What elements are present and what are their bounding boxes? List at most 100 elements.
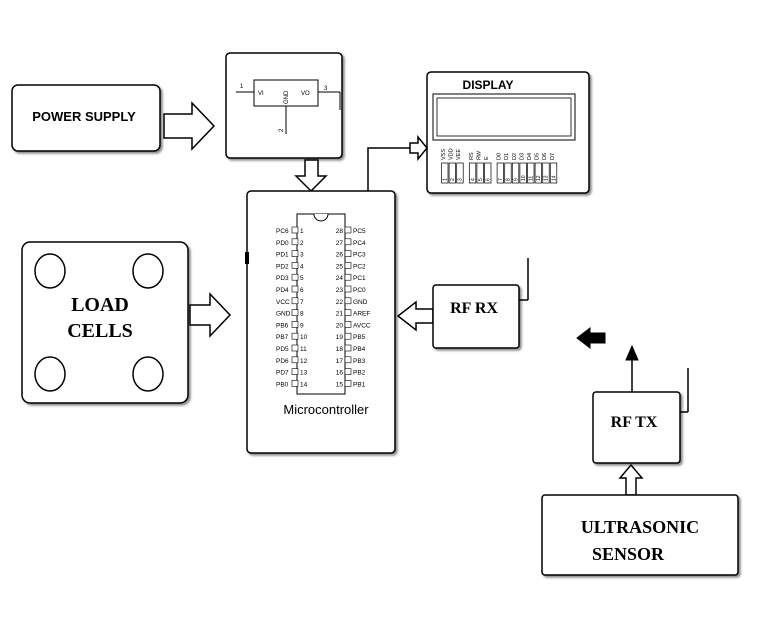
lcd-pin bbox=[496, 162, 504, 184]
load-cell-icon bbox=[132, 356, 164, 392]
mcu-pin-pad bbox=[344, 238, 352, 246]
mcu-pin-name-right: PC3 bbox=[353, 252, 366, 259]
lcd-pin bbox=[527, 162, 535, 184]
load-cells-label-line1: LOAD bbox=[71, 294, 129, 316]
mcu-pin-number-right: 23 bbox=[336, 287, 344, 294]
mcu-pin-pad bbox=[344, 321, 352, 328]
mcu-pin-name-left: PD3 bbox=[276, 275, 289, 282]
mcu-pin-number-left: 3 bbox=[300, 252, 304, 259]
mcu-pin-name-right: PC2 bbox=[353, 263, 366, 270]
mcu-pin-pad bbox=[344, 344, 352, 352]
signal-up-arrow bbox=[625, 344, 639, 361]
mcu-pin-name-left: PD5 bbox=[276, 346, 289, 353]
signal-left-arrow bbox=[576, 326, 606, 350]
lcd-pin-number: 14 bbox=[551, 175, 557, 181]
mcu-pin-name-left: PD6 bbox=[276, 358, 289, 365]
load-cells-label-line2: CELLS bbox=[67, 320, 133, 342]
lcd-pin bbox=[504, 162, 512, 184]
voltage-regulator-block: 1 VI VO 3 GND 2 bbox=[225, 52, 343, 159]
load-cells-block: LOAD CELLS bbox=[21, 241, 189, 404]
regulator-pin3: 3 bbox=[324, 86, 328, 92]
mcu-pin-number-left: 14 bbox=[300, 381, 308, 388]
mcu-pin-name-right: PB5 bbox=[353, 334, 366, 341]
ultrasonic-label-line1: ULTRASONIC bbox=[581, 517, 699, 537]
mcu-pin-pad bbox=[344, 273, 352, 281]
mcu-pin-name-left: PC6 bbox=[276, 228, 289, 235]
lcd-pin-name: D4 bbox=[527, 153, 533, 160]
lcd-pin-number: 12 bbox=[536, 175, 542, 181]
lcd-pin-name: D3 bbox=[519, 153, 525, 160]
load-cell-icon bbox=[132, 253, 164, 289]
lcd-pin-number: 10 bbox=[521, 175, 527, 181]
mcu-pin-pad bbox=[291, 262, 299, 269]
lcd-pin-name: E bbox=[484, 156, 490, 160]
lcd-pin bbox=[542, 162, 550, 184]
lcd-pin bbox=[511, 162, 520, 184]
mcu-pin-name-right: AREF bbox=[353, 311, 370, 318]
mcu-pin-number-right: 27 bbox=[336, 240, 344, 247]
lcd-pin bbox=[456, 162, 464, 184]
mcu-pin-pad bbox=[291, 250, 299, 257]
mcu-pin-number-left: 2 bbox=[300, 240, 304, 247]
lcd-pin-number: 9 bbox=[513, 178, 519, 181]
mcu-pin-number-right: 16 bbox=[336, 370, 344, 377]
mcu-pin-number-left: 12 bbox=[300, 358, 308, 365]
connector-mcu-to-display bbox=[367, 147, 410, 191]
arrow-power-to-regulator bbox=[163, 101, 216, 151]
mcu-pin-pad bbox=[344, 285, 352, 293]
lcd-pin bbox=[519, 162, 527, 184]
arrow-regulator-to-mcu bbox=[294, 159, 328, 193]
rf-tx-block: RF TX bbox=[576, 326, 689, 464]
mcu-pin-name-left: PB6 bbox=[276, 322, 289, 329]
mcu-pin-pad bbox=[344, 380, 352, 387]
ultrasonic-label-line2: SENSOR bbox=[592, 544, 665, 564]
lcd-pin-number: 3 bbox=[458, 178, 464, 181]
rf-rx-block: RF RX bbox=[432, 258, 529, 349]
mcu-pin-number-left: 7 bbox=[300, 299, 304, 306]
lcd-pin bbox=[549, 162, 558, 184]
mcu-pin-pad bbox=[291, 297, 299, 305]
mcu-pin-number-left: 8 bbox=[300, 311, 304, 318]
mcu-pin-pad bbox=[291, 285, 299, 293]
mcu-pin-name-left: PB0 bbox=[276, 381, 289, 388]
mcu-pin-name-right: PC4 bbox=[353, 240, 366, 247]
lcd-pin-name: VDD bbox=[449, 148, 455, 160]
mcu-pin-name-right: PC0 bbox=[353, 287, 366, 294]
mcu-pin-number-right: 24 bbox=[336, 275, 344, 282]
mcu-pin-name-left: VCC bbox=[276, 299, 290, 306]
mcu-pin-number-left: 6 bbox=[300, 287, 304, 294]
mcu-pin-pad bbox=[344, 368, 352, 375]
mcu-pin-pad bbox=[344, 297, 352, 305]
mcu-pin-pad bbox=[344, 332, 352, 340]
arrow-to-display bbox=[409, 134, 428, 162]
regulator-vo: VO bbox=[301, 91, 310, 97]
power-supply-label: POWER SUPPLY bbox=[32, 109, 136, 124]
mcu-pin-pad bbox=[291, 321, 299, 328]
mcu-pin-number-right: 15 bbox=[336, 381, 344, 388]
mcu-pin-number-left: 10 bbox=[300, 334, 308, 341]
regulator-pin2: 2 bbox=[279, 128, 285, 132]
mcu-pin-pad bbox=[291, 368, 299, 375]
mcu-pin-pad bbox=[291, 380, 299, 387]
lcd-pin-number: 5 bbox=[478, 178, 484, 181]
mcu-pin-name-left: PB7 bbox=[276, 334, 289, 341]
lcd-pin-number: 6 bbox=[486, 178, 492, 181]
mcu-pin-pad bbox=[344, 309, 352, 316]
rf-rx-label: RF RX bbox=[450, 300, 498, 317]
mcu-pin-pad bbox=[344, 250, 352, 257]
regulator-vi: VI bbox=[258, 91, 264, 97]
mcu-pin-number-right: 22 bbox=[336, 299, 344, 306]
mcu-pin-name-right: PC1 bbox=[353, 275, 366, 282]
lcd-pin bbox=[534, 162, 542, 184]
regulator-gnd: GND bbox=[284, 90, 290, 104]
lcd-pin bbox=[468, 162, 477, 184]
lcd-pin-number: 1 bbox=[443, 178, 449, 181]
lcd-pin bbox=[448, 162, 456, 184]
mcu-pin-pad bbox=[291, 226, 299, 234]
mcu-pin-pad bbox=[291, 238, 299, 246]
mcu-pin-number-left: 5 bbox=[300, 275, 304, 282]
mcu-pin-name-left: PD1 bbox=[276, 252, 289, 259]
mcu-pin-pad bbox=[344, 356, 352, 364]
lcd-pin bbox=[476, 162, 484, 184]
